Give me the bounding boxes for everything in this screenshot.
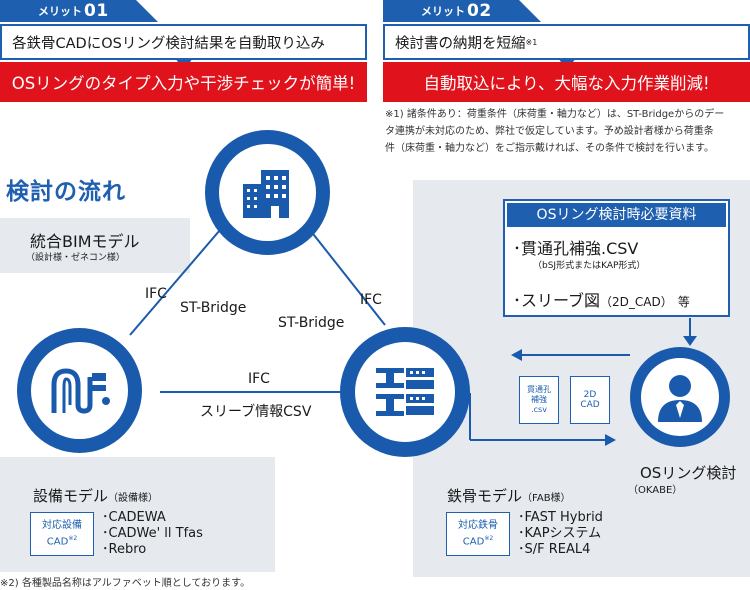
equipment-title: 設備モデル（設備様） xyxy=(33,485,158,506)
steel-badge-line1: 対応鉄骨 xyxy=(458,520,498,532)
merit-01-number: 01 xyxy=(84,1,109,21)
building-icon xyxy=(242,169,289,218)
csv-file-line: 貫通孔 xyxy=(527,385,551,394)
required-doc-item-1: ･貫通孔補強.CSV xyxy=(513,239,639,258)
steel-products: ･FAST Hybrid ･KAPシステム ･S/F REAL4 xyxy=(518,510,603,558)
required-doc-item-2-paren: （2D_CAD） xyxy=(600,295,673,309)
equipment-cad-badge: 対応設備 CAD※2 xyxy=(30,512,94,556)
note-line: 件（床荷重・軸力など）をご指示戴ければ、その条件で検討を行います。 xyxy=(385,143,714,154)
link-bottom-csv: スリーブ情報CSV xyxy=(200,404,312,420)
required-doc-item-2-label: ･スリーブ図 xyxy=(513,291,601,310)
equipment-circle xyxy=(17,328,142,453)
os-check-subtitle: （OKABE） xyxy=(628,485,683,496)
equipment-badge-line2: CAD※2 xyxy=(47,532,77,548)
equipment-badge-ref: ※2 xyxy=(68,535,78,543)
link-right-stbridge: ST-Bridge xyxy=(278,315,345,331)
bim-title: 統合BIMモデル xyxy=(30,232,140,251)
steel-frame-icon xyxy=(376,368,434,416)
equipment-badge-line1: 対応設備 xyxy=(42,520,82,532)
cad-file-line: 2D xyxy=(583,390,597,400)
cad-file-icon: 2D CAD xyxy=(570,376,610,424)
piping-icon xyxy=(51,367,110,414)
merit-02-number: 02 xyxy=(467,1,492,21)
merit-02-label: メリット xyxy=(421,5,465,18)
link-left-stbridge: ST-Bridge xyxy=(180,300,247,316)
merit-02-footnote-ref: ※1 xyxy=(525,37,538,47)
required-doc-item-1-sub: （bSJ形式またはKAP形式） xyxy=(533,261,646,271)
merit-02-text: 検討書の納期を短縮 xyxy=(395,35,526,52)
steel-title: 鉄骨モデル（FAB様） xyxy=(447,485,571,506)
steel-title-sub: （FAB様） xyxy=(522,493,571,504)
csv-file-line: 補強 xyxy=(531,395,547,404)
steel-badge-line2: CAD※2 xyxy=(463,532,493,548)
footnote: ※2) 各種製品名称はアルファベット順としております。 xyxy=(0,578,251,589)
product-item: ･CADEWA xyxy=(102,510,166,525)
merit-01-highlight-text: OSリングのタイプ入力や干渉チェックが簡単! xyxy=(11,74,356,93)
product-item: ･Rebro xyxy=(102,542,147,557)
product-item: ･S/F REAL4 xyxy=(518,542,591,557)
merit-01-label: メリット xyxy=(38,5,82,18)
required-docs-header: OSリング検討時必要資料 xyxy=(507,203,726,227)
product-item: ･KAPシステム xyxy=(518,526,602,541)
person-icon xyxy=(658,375,702,422)
steel-badge-cad: CAD xyxy=(462,536,485,548)
merit-01-tab: メリット 01 xyxy=(0,0,158,22)
merit-02-highlight: 自動取込により、大幅な入力作業削減! xyxy=(383,62,750,102)
merit-02-tab: メリット 02 xyxy=(383,0,541,22)
steel-badge-ref: ※2 xyxy=(484,535,494,543)
flow-title: 検討の流れ xyxy=(6,179,126,205)
required-doc-item-2: ･スリーブ図（2D_CAD） 等 xyxy=(513,287,690,311)
note-line: タ連携が未対応のため、弊社で仮定しています。予め設計者様から荷重条 xyxy=(385,126,714,137)
merit-02-note: ※1) 諸条件あり：荷重条件（床荷重・軸力など）は、ST-Bridgeからのデー… xyxy=(385,106,750,157)
os-check-title: OSリング検討 xyxy=(640,464,737,482)
equipment-title-sub: （設備様） xyxy=(108,493,159,504)
steel-cad-badge: 対応鉄骨 CAD※2 xyxy=(446,512,510,556)
bim-circle xyxy=(205,130,330,255)
bim-panel xyxy=(0,218,190,273)
equipment-title-text: 設備モデル xyxy=(33,487,109,505)
csv-file-icon: 貫通孔 補強 .csv xyxy=(519,376,559,424)
equipment-badge-cad: CAD xyxy=(46,536,69,548)
merit-01-box: 各鉄骨CADにOSリング検討結果を自動取り込み xyxy=(0,24,367,60)
merit-01-text: 各鉄骨CADにOSリング検討結果を自動取り込み xyxy=(12,35,325,52)
note-line: ※1) 諸条件あり：荷重条件（床荷重・軸力など）は、ST-Bridgeからのデー xyxy=(385,109,725,120)
steel-circle xyxy=(340,327,470,457)
merit-01-highlight: OSリングのタイプ入力や干渉チェックが簡単! xyxy=(0,62,367,102)
bim-subtitle: （設計様・ゼネコン様） xyxy=(26,253,125,263)
required-docs-box: OSリング検討時必要資料 ･貫通孔補強.CSV （bSJ形式またはKAP形式） … xyxy=(503,199,730,317)
link-left-ifc: IFC xyxy=(145,286,167,302)
merit-02-highlight-text: 自動取込により、大幅な入力作業削減! xyxy=(423,74,710,93)
link-bottom-ifc: IFC xyxy=(248,371,270,387)
link-right-ifc: IFC xyxy=(360,292,382,308)
product-item: ･FAST Hybrid xyxy=(518,510,603,525)
required-doc-item-2-suffix: 等 xyxy=(677,295,690,309)
os-check-circle xyxy=(630,347,730,447)
csv-file-line: .csv xyxy=(531,405,547,414)
product-item: ･CADWe' ll Tfas xyxy=(102,526,203,541)
equipment-products: ･CADEWA ･CADWe' ll Tfas ･Rebro xyxy=(102,510,203,558)
cad-file-line: CAD xyxy=(580,400,600,410)
steel-title-text: 鉄骨モデル xyxy=(447,487,523,505)
